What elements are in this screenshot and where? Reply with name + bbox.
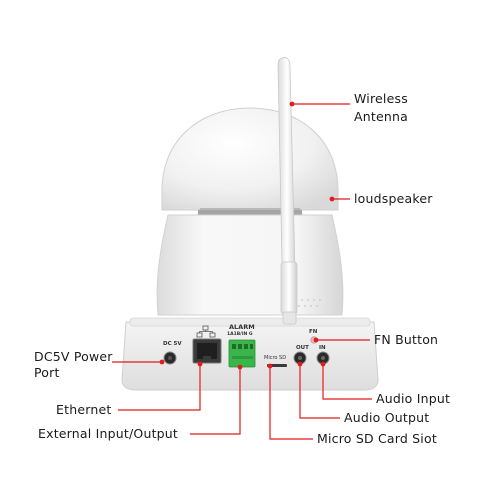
panel-text-micro-sd: Micro SD (264, 355, 287, 361)
label-dc5v-1: DC5V Power (34, 349, 113, 364)
label-wireless-antenna-1: Wireless (354, 91, 408, 106)
callout-line-micro-sd (269, 366, 313, 440)
callout-line-ethernet (118, 364, 201, 411)
label-wireless-antenna-2: Antenna (354, 109, 408, 124)
panel-text-dc: DC 5V (163, 341, 182, 347)
label-external-io: External Input/Output (38, 426, 179, 441)
panel-text-alarm: ALARM (229, 323, 255, 331)
camera-dome (161, 107, 339, 211)
panel-text-out: OUT (296, 345, 309, 351)
label-audio-output: Audio Output (344, 410, 430, 425)
callout-dots (159, 101, 335, 370)
camera-body (156, 214, 344, 316)
callout-line-audio-out (299, 364, 340, 419)
panel-text-in: IN (319, 345, 326, 351)
callout-lines (112, 103, 372, 440)
label-micro-sd: Micro SD Card Siot (317, 431, 437, 446)
label-dc5v-2: Port (34, 365, 60, 380)
label-ethernet: Ethernet (56, 402, 112, 417)
callout-line-audio-in (322, 364, 372, 400)
network-icon (196, 325, 216, 338)
label-audio-input: Audio Input (376, 391, 451, 406)
panel-text-fn: FN (309, 329, 318, 335)
label-fn-button: FN Button (374, 332, 439, 347)
panel-text-alarm-sub: 1A1B/IN G (227, 332, 253, 337)
callout-line-external (190, 367, 241, 435)
label-loudspeaker: loudspeaker (354, 191, 433, 206)
